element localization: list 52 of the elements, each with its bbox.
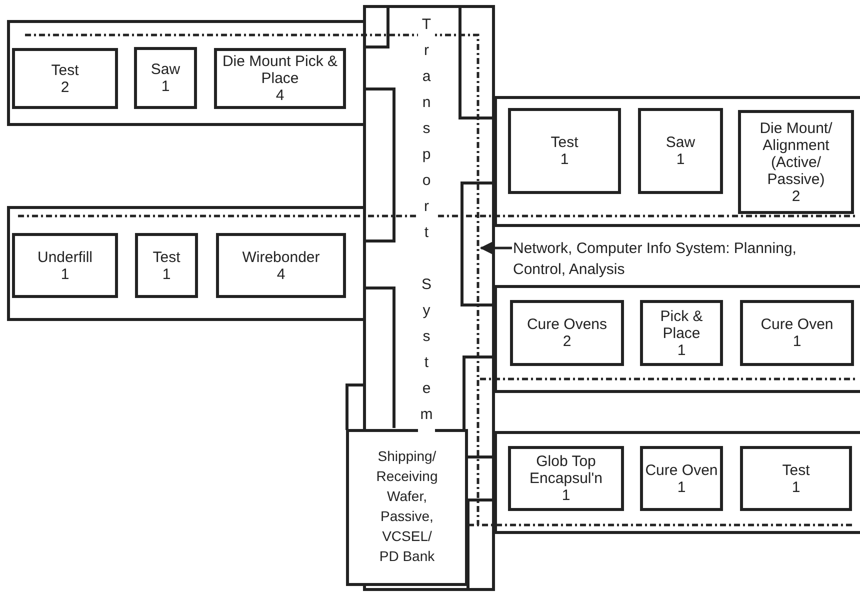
shipping-receiving-area — [346, 429, 468, 586]
machine-name: Glob Top Encapsul'n — [528, 453, 604, 487]
machine-count: 4 — [276, 87, 284, 104]
machine-count: 2 — [792, 188, 800, 204]
machine-box — [640, 300, 723, 366]
machine-count: 1 — [60, 266, 70, 282]
machine-box — [214, 48, 346, 109]
machine-name: Test — [550, 134, 578, 151]
machine-name: Test — [782, 462, 810, 478]
machine-count: 1 — [792, 478, 800, 496]
machine-name: Underfill — [37, 248, 93, 266]
system-label: Transport System — [418, 16, 435, 432]
machine-name: Cure Ovens — [526, 316, 608, 333]
machine-box — [12, 48, 118, 109]
machine-count: 1 — [562, 487, 570, 504]
machine-name: Test — [51, 62, 79, 78]
work-bay — [494, 431, 860, 534]
machine-name: Die Mount/ Alignment (Active/ Passive) — [758, 120, 834, 188]
work-bay — [7, 20, 364, 126]
machine-name: Pick & Place — [659, 308, 704, 342]
machine-count: 2 — [60, 78, 70, 96]
machine-name: Cure Oven — [760, 316, 834, 333]
machine-count: 2 — [562, 333, 572, 350]
machine-box — [12, 233, 118, 298]
machine-count: 1 — [677, 342, 686, 358]
machine-name: Die Mount Pick & Place — [221, 53, 339, 87]
machine-box — [510, 300, 624, 366]
machine-count: 1 — [792, 333, 802, 350]
machine-count: 1 — [162, 266, 171, 282]
machine-box — [740, 446, 852, 511]
machine-box — [638, 108, 723, 194]
machine-count: 1 — [161, 78, 170, 95]
machine-name: Saw — [150, 61, 180, 78]
machine-box — [508, 108, 621, 194]
machine-box — [740, 300, 854, 366]
machine-box — [738, 110, 854, 214]
machine-count: 1 — [560, 151, 569, 168]
area-label: Shipping/ Receiving Wafer, Passive, VCSEL/ PD Bank — [375, 447, 439, 566]
machine-box — [640, 446, 723, 511]
machine-count: 1 — [676, 151, 685, 168]
machine-count: 4 — [276, 266, 286, 282]
machine-box — [216, 233, 346, 298]
machine-count: 1 — [677, 478, 686, 496]
machine-box — [134, 47, 197, 109]
arrow — [480, 242, 512, 254]
machine-box — [135, 233, 198, 298]
machine-name: Wirebonder — [242, 248, 320, 266]
machine-name: Cure Oven — [645, 462, 718, 478]
machine-box — [508, 446, 624, 511]
machine-name: Saw — [666, 134, 696, 151]
network-label: Network, Computer Info System: Planning, Control, Analysis — [513, 238, 843, 280]
machine-name: Test — [152, 248, 180, 266]
